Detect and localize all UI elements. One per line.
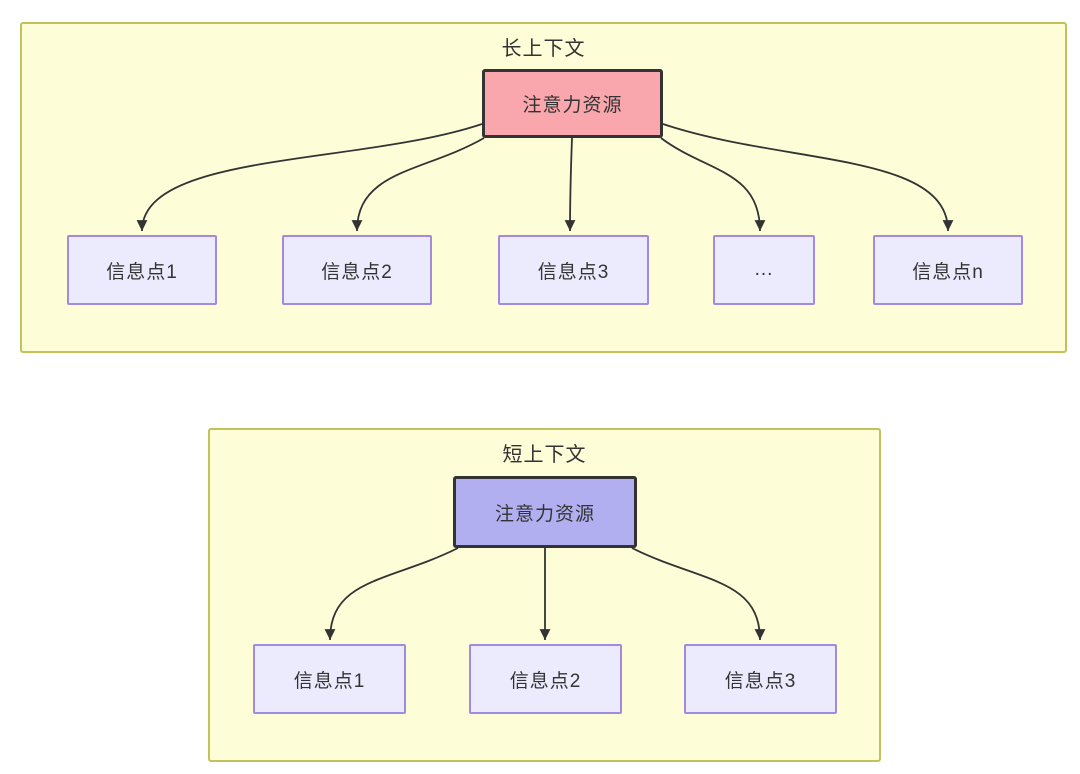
long-info-point-ellipsis: ... [713,235,815,305]
long-context-title: 长上下文 [501,38,586,60]
short-info-point-3: 信息点3 [684,644,837,714]
long-info-point-1: 信息点1 [67,235,217,305]
long-info-point-n: 信息点n [873,235,1023,305]
long-attention-resource-node: 注意力资源 [482,69,663,138]
short-info-point-2: 信息点2 [469,644,622,714]
short-info-point-1: 信息点1 [253,644,406,714]
long-info-point-2: 信息点2 [282,235,432,305]
short-attention-resource-node: 注意力资源 [453,476,637,548]
long-info-point-3: 信息点3 [498,235,649,305]
short-context-title: 短上下文 [502,444,587,466]
